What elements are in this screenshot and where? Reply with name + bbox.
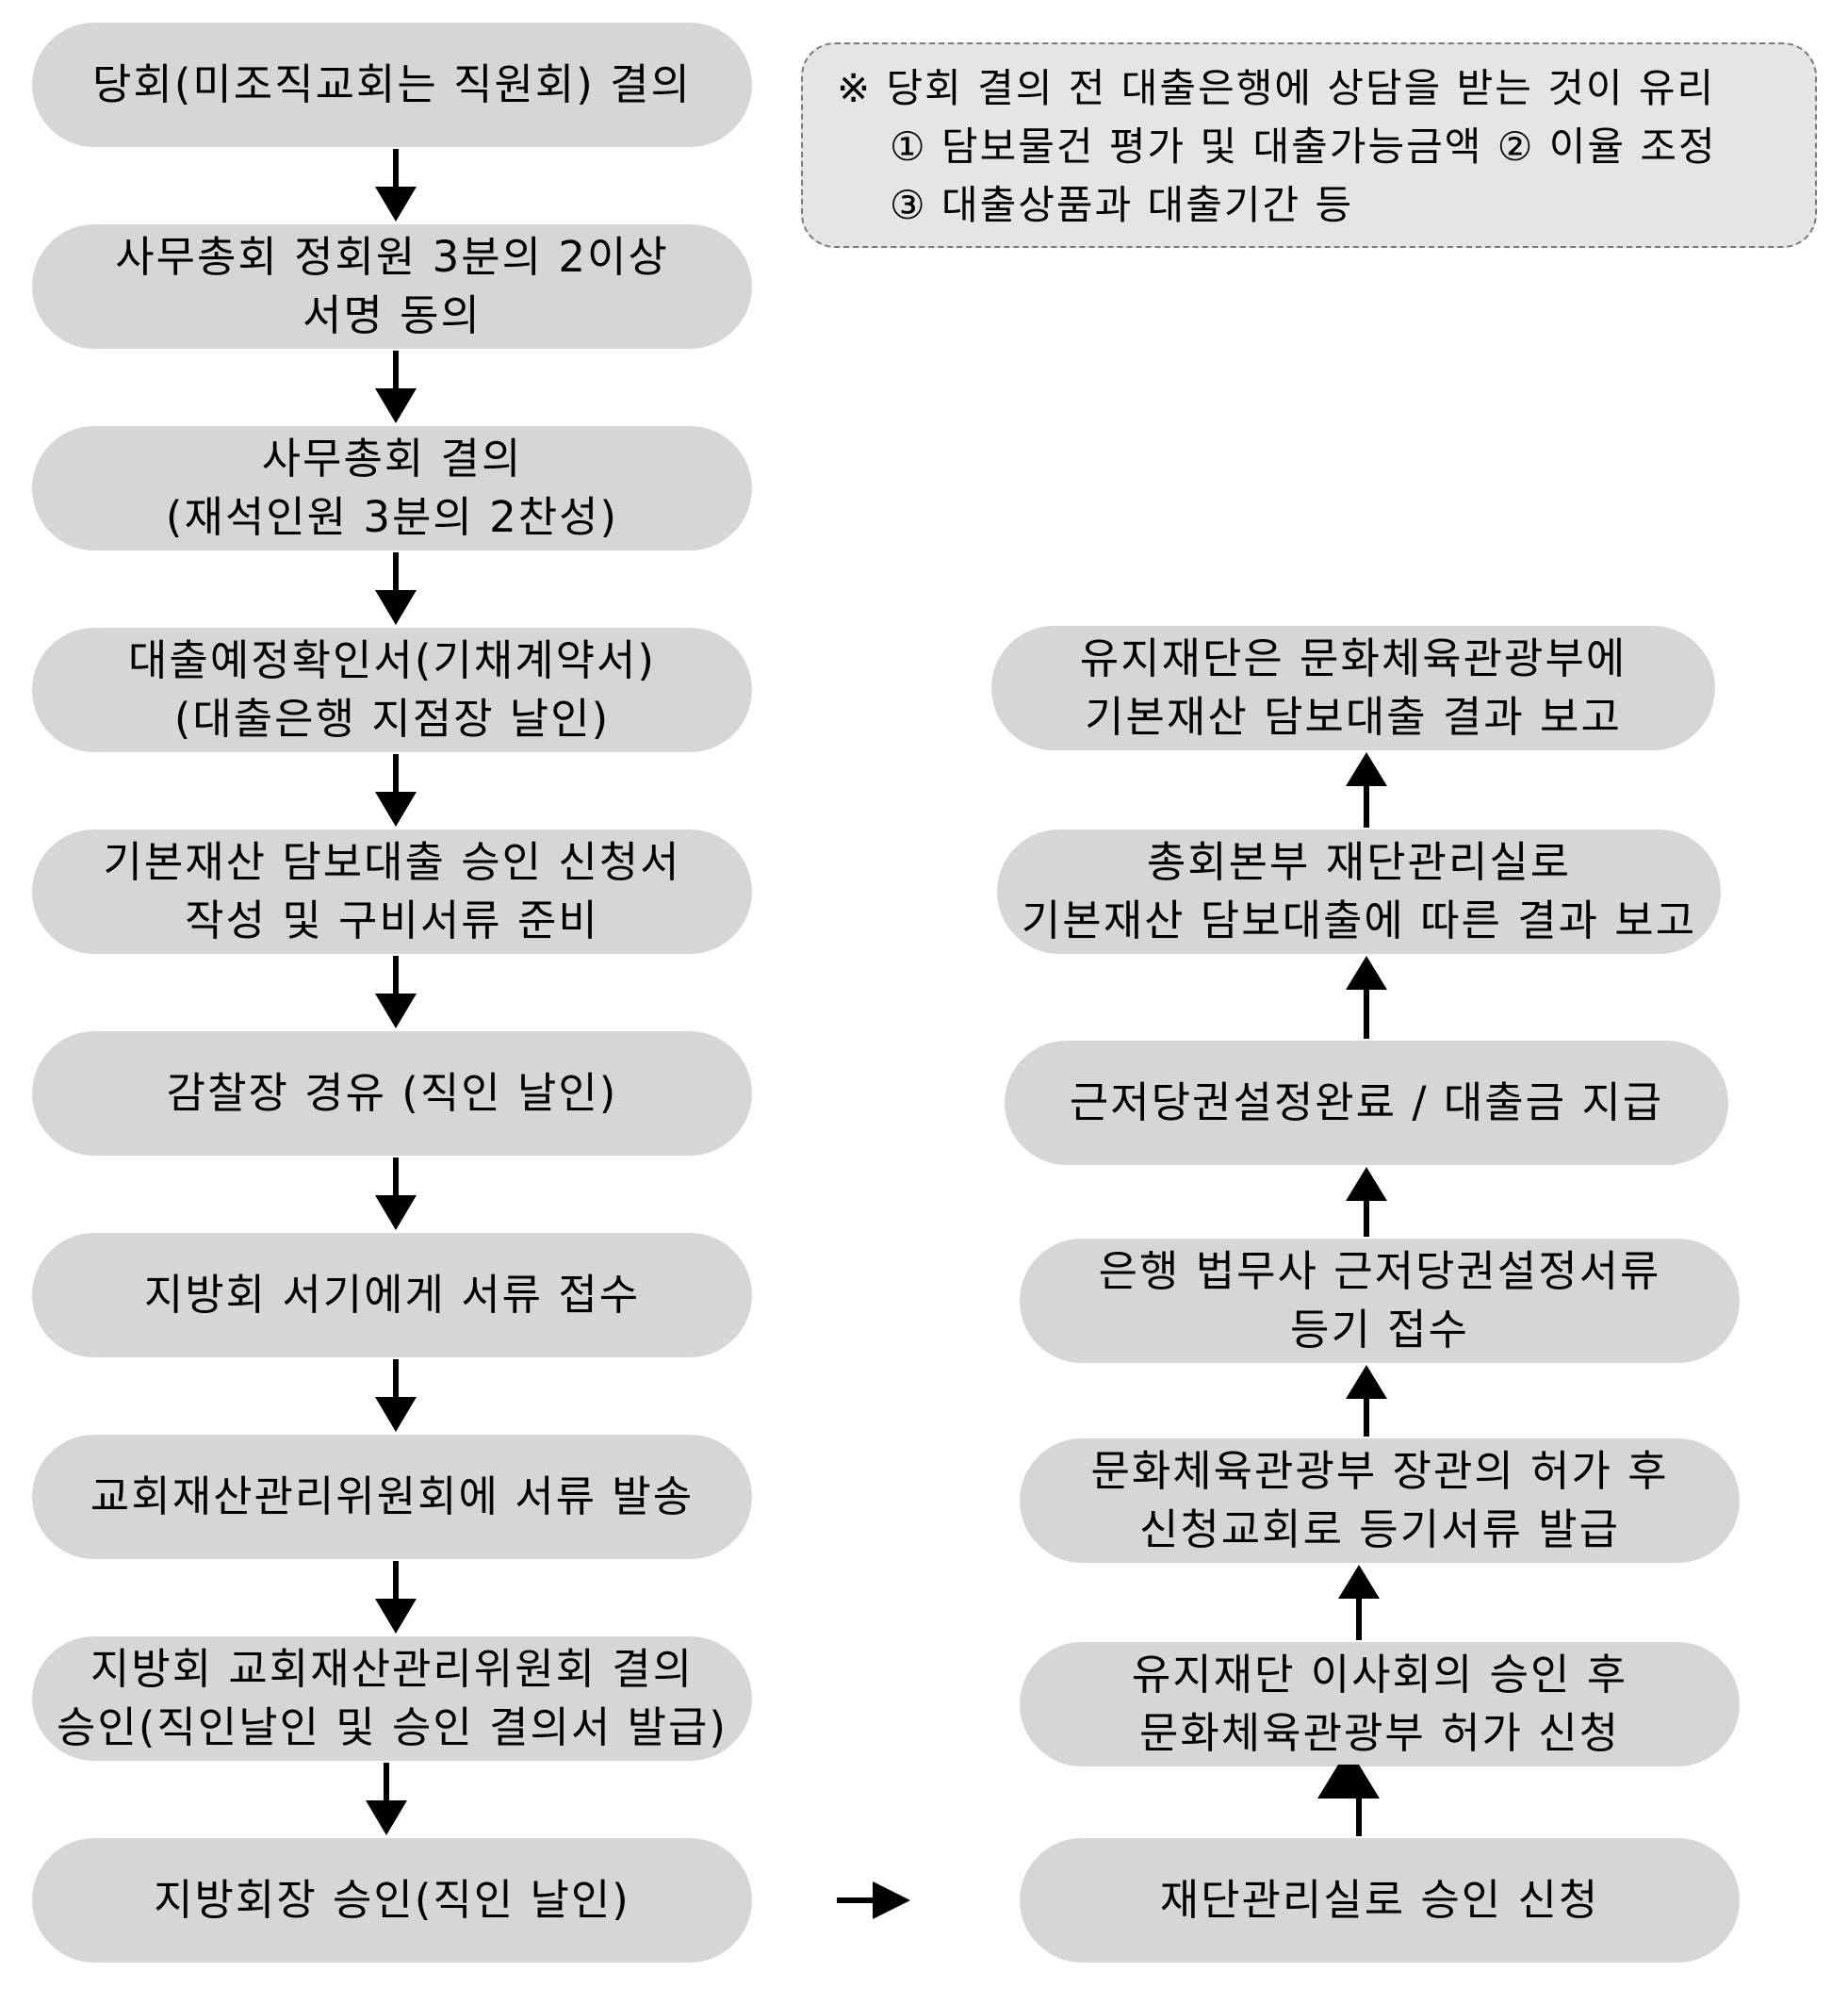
left-step-3: 사무총회 결의 (재석인원 3분의 2찬성) xyxy=(32,426,752,550)
step-line: 작성 및 구비서류 준비 xyxy=(185,895,599,945)
left-step-1: 당회(미조직교회는 직원회) 결의 xyxy=(32,23,752,147)
step-line: 문화체육관광부 허가 신청 xyxy=(1138,1708,1620,1758)
arrow-up-icon xyxy=(1338,1565,1380,1640)
step-line: 기본재산 담보대출 승인 신청서 xyxy=(103,837,681,887)
arrow-right-icon xyxy=(837,1881,910,1919)
step-line: 기본재산 담보대출에 따른 결과 보고 xyxy=(1021,895,1697,945)
left-step-4: 대출예정확인서(기채계약서) (대출은행 지점장 날인) xyxy=(32,628,752,752)
step-line: 등기 접수 xyxy=(1290,1305,1469,1355)
step-line: 문화체육관광부 장관의 허가 후 xyxy=(1090,1446,1669,1496)
step-line: 감찰장 경유 (직인 날인) xyxy=(166,1068,618,1118)
right-step-5: 근저당권설정완료 / 대출금 지급 xyxy=(1005,1041,1728,1165)
step-line: 사무총회 결의 xyxy=(261,434,523,484)
step-line: 교회재산관리위원회에 서류 발송 xyxy=(90,1471,695,1521)
arrow-down-icon xyxy=(375,956,417,1028)
arrow-up-icon xyxy=(1346,1167,1387,1237)
step-line: 당회(미조직교회는 직원회) 결의 xyxy=(92,59,692,109)
step-line: 은행 법무사 근저당권설정서류 xyxy=(1098,1246,1661,1296)
step-line: (재석인원 3분의 2찬성) xyxy=(165,492,619,542)
arrow-down-icon xyxy=(375,1561,417,1634)
step-line: 총회본부 재단관리실로 xyxy=(1146,837,1572,887)
note-line-3: ③ 대출상품과 대출기간 등 xyxy=(890,182,1354,228)
note-line-2: ① 담보물건 평가 및 대출가능금액 ② 이율 조정 xyxy=(890,123,1717,170)
step-line: 지방회 서기에게 서류 접수 xyxy=(143,1270,641,1320)
note-box: ※ 당회 결의 전 대출은행에 상담을 받는 것이 유리 ① 담보물건 평가 및… xyxy=(801,42,1817,248)
arrow-up-icon xyxy=(1346,956,1387,1039)
arrow-up-icon xyxy=(1346,752,1387,828)
arrow-down-icon xyxy=(375,149,417,222)
step-line: 기본재산 담보대출 결과 보고 xyxy=(1085,692,1622,742)
arrow-down-icon xyxy=(366,1763,407,1835)
step-line: 신청교회로 등기서류 발급 xyxy=(1138,1504,1620,1554)
arrow-down-icon xyxy=(375,1359,417,1432)
arrow-down-icon xyxy=(375,552,417,625)
arrow-down-icon xyxy=(375,754,417,827)
step-line: 지방회 교회재산관리위원회 결의 xyxy=(90,1644,695,1694)
left-step-6: 감찰장 경유 (직인 날인) xyxy=(32,1031,752,1156)
step-line: (대출은행 지점장 날인) xyxy=(173,694,611,744)
step-line: 대출예정확인서(기채계약서) xyxy=(128,635,656,685)
step-line: 지방회장 승인(직인 날인) xyxy=(154,1875,630,1925)
step-line: 사무총회 정회원 3분의 2이상 xyxy=(115,232,669,282)
step-line: 서명 동의 xyxy=(303,290,482,340)
left-step-8: 교회재산관리위원회에 서류 발송 xyxy=(32,1435,752,1559)
step-line: 유지재단은 문화체육관광부에 xyxy=(1079,633,1627,683)
arrow-down-icon xyxy=(375,351,417,423)
right-step-1: 재단관리실로 승인 신청 xyxy=(1020,1838,1740,1963)
note-title: ※ 당회 결의 전 대출은행에 상담을 받는 것이 유리 xyxy=(837,65,1716,111)
step-line: 승인(직인날인 및 승인 결의서 발급) xyxy=(57,1702,728,1752)
left-step-7: 지방회 서기에게 서류 접수 xyxy=(32,1233,752,1357)
arrow-up-icon xyxy=(1346,1365,1387,1437)
arrow-down-icon xyxy=(375,1158,417,1230)
step-line: 유지재단 이사회의 승인 후 xyxy=(1131,1650,1628,1700)
arrow-up-icon xyxy=(1317,1765,1380,1836)
step-line: 근저당권설정완료 / 대출금 지급 xyxy=(1069,1077,1664,1127)
step-line: 재단관리실로 승인 신청 xyxy=(1159,1875,1600,1925)
left-step-10: 지방회장 승인(직인 날인) xyxy=(32,1838,752,1963)
